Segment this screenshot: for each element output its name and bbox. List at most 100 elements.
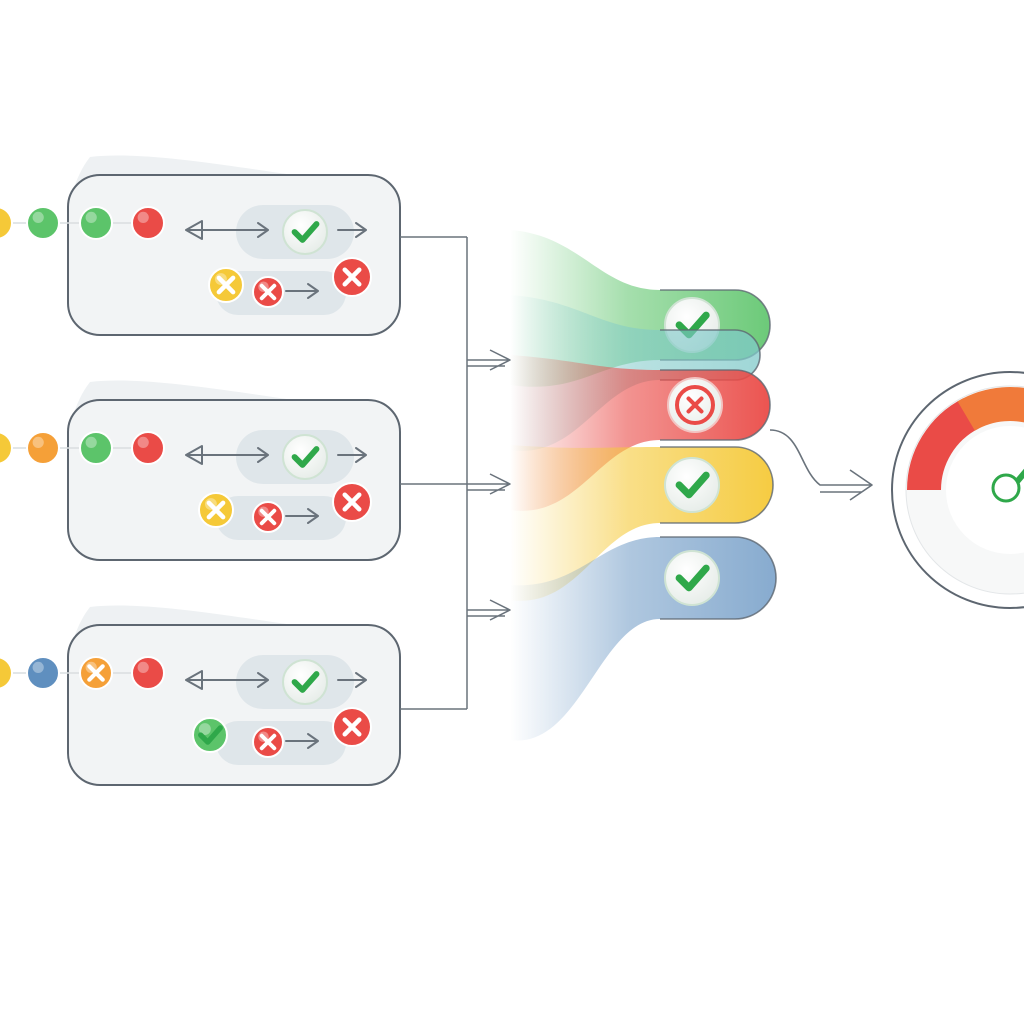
token-circle [26, 656, 60, 690]
merge-arrow [467, 473, 511, 495]
token-highlight [137, 211, 149, 223]
status-dot [26, 431, 60, 465]
cross-mark [342, 267, 362, 287]
arrow-right [285, 733, 319, 749]
cross-mark [259, 508, 277, 526]
double-arrow [185, 220, 269, 240]
ribbon-outline [660, 446, 774, 524]
row-panel-2 [0, 380, 401, 562]
check-mark [291, 221, 320, 243]
cross-mark [342, 492, 362, 512]
arrow-right [337, 672, 367, 688]
bubble [282, 434, 328, 480]
token-circle [26, 431, 60, 465]
row-panel-3 [0, 605, 401, 787]
gauge-center [946, 426, 1024, 554]
bubble [664, 550, 720, 606]
token-circle [0, 656, 13, 690]
ribbon-blue [510, 536, 777, 741]
status-dot [131, 431, 165, 465]
cross-mark [259, 733, 277, 751]
cross-icon [79, 656, 113, 690]
token-circle [131, 431, 165, 465]
token-highlight [32, 436, 44, 448]
ribbon-yellow [510, 445, 774, 601]
status-dot [131, 206, 165, 240]
check-icon [192, 717, 228, 753]
cross-icon [208, 267, 244, 303]
status-dot [0, 206, 13, 240]
status-dot [26, 656, 60, 690]
token-circle [131, 206, 165, 240]
arrow-right [285, 508, 319, 524]
cross-mark [342, 717, 362, 737]
cross-mark [87, 664, 105, 682]
check-mark [675, 471, 710, 499]
merge-arrow [467, 599, 511, 621]
bubble [282, 209, 328, 255]
bundle-arrow [769, 429, 873, 501]
token-highlight [32, 661, 44, 674]
cross-mark [206, 500, 226, 520]
row-panel-1 [0, 155, 401, 337]
bubble [664, 457, 720, 513]
token-circle [79, 206, 113, 240]
cross-icon [252, 276, 284, 308]
status-dot [26, 206, 60, 240]
ribbon-outline [660, 369, 771, 441]
token-circle [0, 206, 13, 240]
token-highlight [137, 661, 149, 674]
gauge-arc-orange [957, 387, 1024, 431]
status-dot [79, 206, 113, 240]
check-mark [291, 446, 320, 468]
double-arrow [185, 445, 269, 465]
status-dot [131, 656, 165, 690]
cross-icon [332, 257, 372, 297]
arrow-right [337, 447, 367, 463]
cross-icon [252, 726, 284, 758]
token-highlight [137, 436, 149, 448]
check-icon [282, 659, 328, 705]
check-icon [664, 550, 720, 606]
score-gauge [891, 371, 1024, 609]
row-panels [0, 155, 401, 787]
cross-icon [252, 501, 284, 533]
gauge-hub [991, 473, 1021, 503]
merge-arrow [467, 349, 511, 371]
arrow-right [285, 283, 319, 299]
check-mark [675, 564, 710, 592]
token-circle [26, 206, 60, 240]
token-circle [79, 431, 113, 465]
cross-icon [332, 707, 372, 747]
gauge-arc-red [907, 398, 980, 491]
status-dot [0, 656, 13, 690]
token-highlight [85, 436, 97, 448]
cross-mark [259, 283, 277, 301]
double-arrow [185, 670, 269, 690]
cross-icon [332, 482, 372, 522]
arrow-right [337, 222, 367, 238]
check-mark [291, 671, 320, 693]
check-icon [282, 209, 328, 255]
token-circle [0, 431, 13, 465]
cross-icon [198, 492, 234, 528]
status-dot [79, 431, 113, 465]
merge-connectors [400, 236, 511, 710]
ribbon-outline [660, 536, 777, 620]
check-icon [282, 434, 328, 480]
cross-mark [686, 396, 704, 414]
cross-icon [667, 377, 723, 433]
token-highlight [198, 723, 211, 735]
status-dot [0, 431, 13, 465]
bubble [282, 659, 328, 705]
cross-ring [675, 385, 715, 425]
result-ribbons [510, 230, 873, 741]
token-circle [131, 656, 165, 690]
cross-mark [216, 275, 236, 295]
token-highlight [85, 211, 97, 223]
check-mark [198, 725, 223, 745]
token-highlight [32, 211, 44, 223]
check-icon [664, 457, 720, 513]
